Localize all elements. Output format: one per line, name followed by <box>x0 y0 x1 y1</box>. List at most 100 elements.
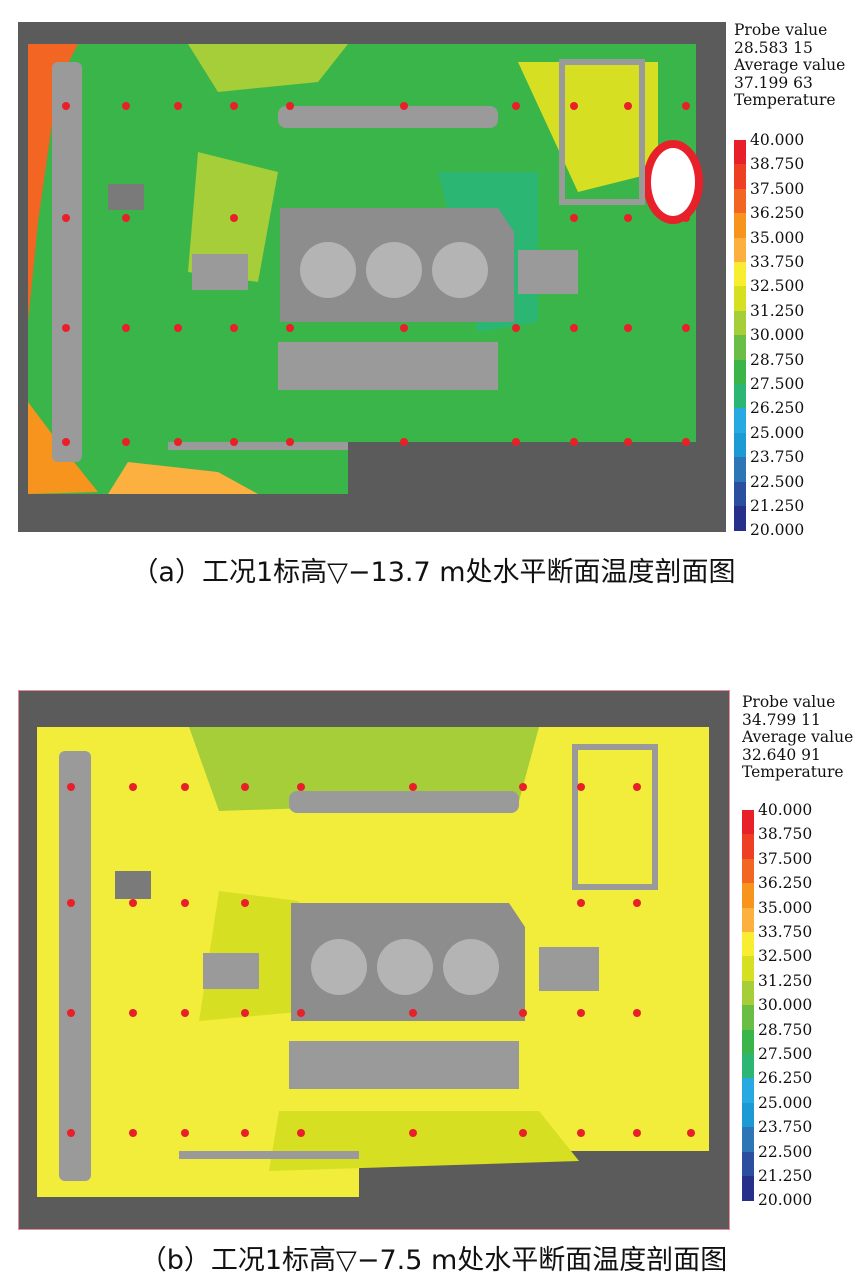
side-unit-b <box>539 947 599 991</box>
legend-swatch <box>734 262 746 287</box>
average-label-a: Average value <box>734 56 846 74</box>
legend-tick-label: 27.500 <box>758 1045 813 1063</box>
contour-svg-a <box>28 44 726 494</box>
dome-3-b <box>443 939 499 995</box>
legend-swatch <box>734 286 746 312</box>
pipe-grid-b <box>572 744 658 890</box>
legend-tick-label: 36.250 <box>758 874 813 893</box>
legend-tick-label: 38.750 <box>758 825 813 844</box>
legend-swatch <box>742 1127 754 1153</box>
probe-label-a: Probe value <box>734 21 828 39</box>
probe-info-a: Probe value 28.583 15 Average value 37.1… <box>734 21 846 110</box>
legend-tick-label: 21.250 <box>758 1167 813 1185</box>
legend-tick-label: 20.000 <box>750 521 805 540</box>
legend-tick-label: 33.750 <box>758 923 813 941</box>
hot-zone-left <box>28 44 78 322</box>
warm-zone-top <box>188 44 348 92</box>
legend-tick-label: 31.250 <box>758 971 813 990</box>
probe-points-a <box>62 102 690 446</box>
average-value-a: 37.199 63 <box>734 73 813 92</box>
side-unit-a <box>518 250 578 294</box>
legend-swatch <box>734 384 746 409</box>
legend-swatch <box>742 1054 754 1079</box>
caption-b: （b）工况1标高▽−7.5 m处水平断面温度剖面图 <box>139 1245 728 1276</box>
legend-swatch <box>742 1151 754 1177</box>
legend-tick-label: 30.000 <box>758 996 813 1015</box>
column-left-b <box>59 751 91 1181</box>
contour-svg-b <box>37 727 729 1197</box>
turbo-unit-a <box>192 254 248 290</box>
legend-tick-label: 28.750 <box>750 350 805 369</box>
legend-swatch <box>742 810 754 835</box>
legend-swatch <box>734 457 746 483</box>
legend-tick-label: 31.250 <box>750 301 805 320</box>
legend-swatch <box>742 1102 754 1128</box>
legend-tick-label: 22.500 <box>750 472 805 491</box>
dome-3-a <box>432 242 488 298</box>
legend-swatch <box>742 858 754 884</box>
legend-tick-label: 32.500 <box>758 947 813 966</box>
floor-cutout-a <box>348 442 696 494</box>
legend-tick-label: 37.500 <box>750 179 805 198</box>
legend-tick-label: 26.250 <box>758 1069 813 1088</box>
probe-points-b <box>67 783 695 1137</box>
figure-a: Probe value 28.583 15 Average value 37.1… <box>0 0 867 640</box>
legend-swatch <box>742 907 754 933</box>
legend-swatch <box>734 408 746 434</box>
legend-tick-label: 23.750 <box>750 448 805 467</box>
legend-swatch <box>734 359 746 385</box>
cylinder-row-b <box>289 1041 519 1089</box>
legend-swatch <box>734 237 746 263</box>
legend-tick-label: 27.500 <box>750 375 805 393</box>
warm-zone-top-right <box>518 62 658 192</box>
legend-swatch <box>742 980 754 1006</box>
legend-swatch <box>734 213 746 239</box>
average-value-b: 32.640 91 <box>742 745 821 764</box>
legend-tick-label: 25.000 <box>750 423 805 442</box>
legend-swatch <box>742 1176 754 1201</box>
bottom-zone-b <box>269 1111 579 1171</box>
cool-zone-top-b <box>189 727 539 811</box>
legend-tick-label: 28.750 <box>758 1020 813 1039</box>
right-wall-b <box>709 901 729 1021</box>
panel-box-b <box>115 871 151 899</box>
column-left <box>52 62 82 462</box>
legend-bar-a <box>734 140 746 531</box>
legend-tick-label: 35.000 <box>758 898 813 917</box>
quantity-label-a: Temperature <box>734 91 836 109</box>
legend-swatch <box>734 188 746 214</box>
header-pipe-b <box>289 791 519 813</box>
legend-tick-label: 25.000 <box>758 1093 813 1112</box>
legend-swatch <box>734 310 746 336</box>
header-pipe-a <box>278 106 498 128</box>
legend-tick-label: 21.250 <box>750 497 805 515</box>
legend-swatch <box>734 335 746 361</box>
panel-box <box>108 184 144 210</box>
temperature-contour-plot-a <box>18 22 726 532</box>
legend-tick-label: 40.000 <box>758 801 813 819</box>
hot-zone-bottom <box>108 462 258 494</box>
legend-tick-label: 32.500 <box>750 277 805 296</box>
bottom-pipe-b <box>179 1151 359 1159</box>
turbo-unit-b <box>203 953 259 989</box>
bottom-pipe-a <box>168 442 348 450</box>
probe-label-b: Probe value <box>742 693 836 711</box>
hot-zone-bottom-left <box>28 402 98 494</box>
legend-tick-label: 22.500 <box>758 1142 813 1161</box>
legend-tick-label: 33.750 <box>750 253 805 271</box>
legend-swatch <box>742 956 754 982</box>
probe-value-a: 28.583 15 <box>734 38 813 57</box>
legend-tick-label: 30.000 <box>750 326 805 345</box>
probe-value-b: 34.799 11 <box>742 710 821 729</box>
legend-bar-b <box>742 810 754 1201</box>
legend-tick-label: 36.250 <box>750 204 805 223</box>
temperature-contour-plot-b <box>18 690 730 1230</box>
caption-a: （a）工况1标高▽−13.7 m处水平断面温度剖面图 <box>131 557 736 588</box>
hot-spot-right-core <box>651 148 695 216</box>
right-wall-a <box>708 222 726 332</box>
pipe-grid-a <box>559 59 645 205</box>
legend-tick-label: 38.750 <box>750 155 805 174</box>
legend-swatch <box>742 834 754 860</box>
average-label-b: Average value <box>742 728 854 746</box>
legend-swatch <box>742 1078 754 1104</box>
